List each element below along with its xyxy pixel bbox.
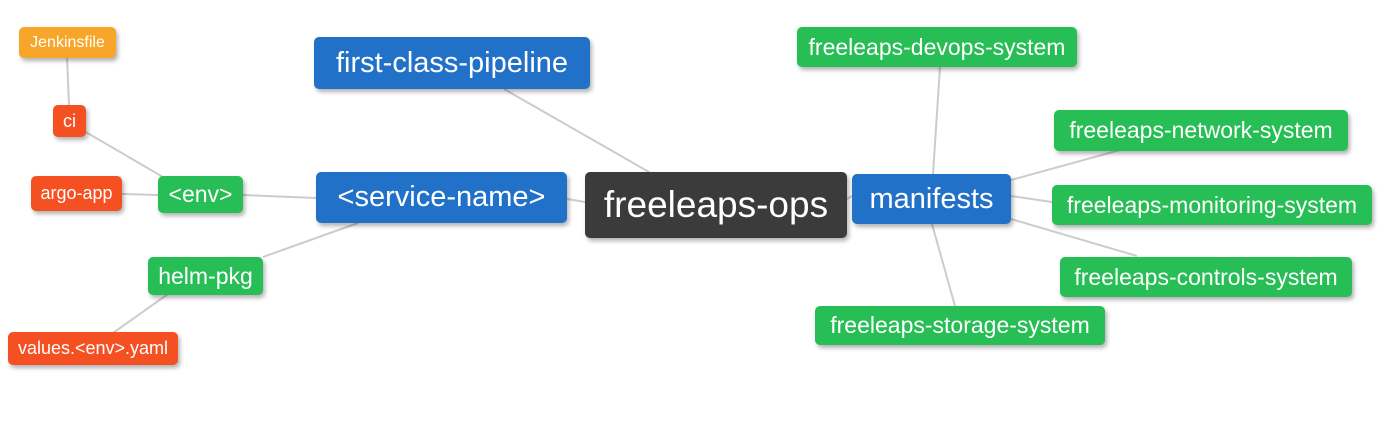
edge-root-manifests	[846, 195, 853, 200]
node-freeleaps-ops[interactable]: freeleaps-ops	[585, 172, 847, 238]
node-first-class-pipeline[interactable]: first-class-pipeline	[314, 37, 590, 89]
node-ci[interactable]: ci	[53, 105, 86, 137]
node-argo-app[interactable]: argo-app	[31, 176, 122, 211]
edge-root-first-class-pipeline	[503, 88, 650, 173]
edge-env-ci	[83, 130, 164, 178]
edge-manifests-controls-system	[1010, 218, 1138, 257]
node-freeleaps-controls-system[interactable]: freeleaps-controls-system	[1060, 257, 1352, 297]
node-freeleaps-network-system[interactable]: freeleaps-network-system	[1054, 110, 1348, 151]
node-service-name[interactable]: <service-name>	[316, 172, 567, 223]
edge-manifests-devops-system	[932, 66, 941, 175]
edge-ci-jenkinsfile	[66, 56, 70, 106]
node-jenkinsfile[interactable]: Jenkinsfile	[19, 27, 116, 58]
edge-env-argo-app	[121, 193, 159, 196]
node-freeleaps-storage-system[interactable]: freeleaps-storage-system	[815, 306, 1105, 345]
edge-manifests-monitoring-system	[1010, 195, 1053, 203]
edge-manifests-storage-system	[931, 223, 956, 307]
edge-service-name-env	[242, 194, 317, 199]
node-manifests[interactable]: manifests	[852, 174, 1011, 224]
edge-service-name-helm-pkg	[262, 222, 359, 258]
node-values-env-yaml[interactable]: values.<env>.yaml	[8, 332, 178, 365]
node-env[interactable]: <env>	[158, 176, 243, 213]
edge-manifests-network-system	[1010, 149, 1121, 181]
edge-helm-pkg-values-env-yaml	[112, 293, 169, 334]
node-helm-pkg[interactable]: helm-pkg	[148, 257, 263, 295]
edge-root-service-name	[566, 198, 586, 203]
node-freeleaps-monitoring-system[interactable]: freeleaps-monitoring-system	[1052, 185, 1372, 225]
node-freeleaps-devops-system[interactable]: freeleaps-devops-system	[797, 27, 1077, 67]
